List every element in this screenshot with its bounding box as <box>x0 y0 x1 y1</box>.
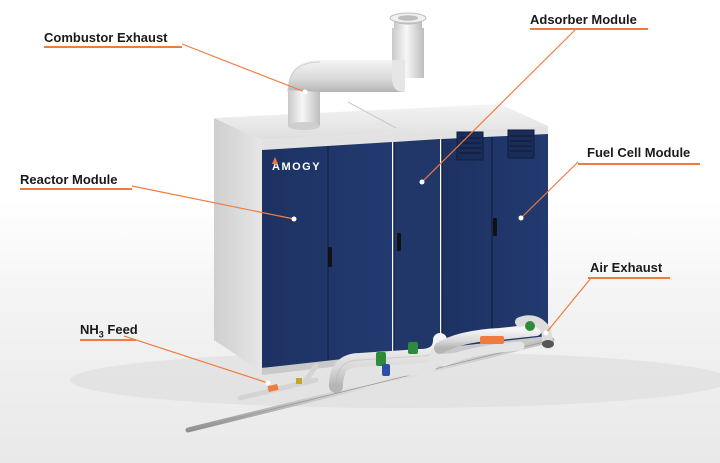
label-underline <box>80 339 136 341</box>
nh3-subscript: 3 <box>98 329 104 340</box>
amogy-logo-mark <box>272 157 278 164</box>
label-reactor-module: Reactor Module <box>20 172 118 187</box>
base-piping <box>185 315 555 433</box>
callout-dots <box>265 89 549 386</box>
adsorber-door-handle <box>397 233 401 251</box>
combustor-exhaust-duct <box>287 12 427 130</box>
adsorber-module-panel <box>393 139 440 356</box>
label-underline <box>588 277 670 279</box>
label-nh3-feed: NH3 Feed <box>80 322 138 340</box>
label-underline <box>530 28 648 30</box>
label-underline <box>578 163 700 165</box>
vent-grille-left <box>456 131 484 161</box>
reactor-door-handle <box>328 247 332 267</box>
label-fuel-cell-module: Fuel Cell Module <box>587 145 691 160</box>
green-valve <box>376 352 386 366</box>
callout-lines <box>123 29 592 384</box>
label-underline <box>44 46 182 48</box>
fuel-cell-module-panel <box>441 129 548 350</box>
label-combustor-exhaust: Combustor Exhaust <box>44 30 168 45</box>
reactor-module-panel <box>262 142 392 368</box>
cabinet-side-wall <box>214 118 262 372</box>
orange-filter <box>480 336 504 344</box>
nh3-suffix: Feed <box>103 322 138 337</box>
vent-grille-right <box>507 129 535 159</box>
fuel-cell-door-handle <box>493 218 497 236</box>
blue-valve <box>382 364 390 376</box>
nh3-prefix: NH <box>80 322 99 337</box>
cabinet-top <box>214 104 548 140</box>
label-underline <box>20 188 132 190</box>
amogy-logo: AMOGY <box>272 161 321 173</box>
label-adsorber-module: Adsorber Module <box>530 12 637 27</box>
label-air-exhaust: Air Exhaust <box>590 260 663 275</box>
